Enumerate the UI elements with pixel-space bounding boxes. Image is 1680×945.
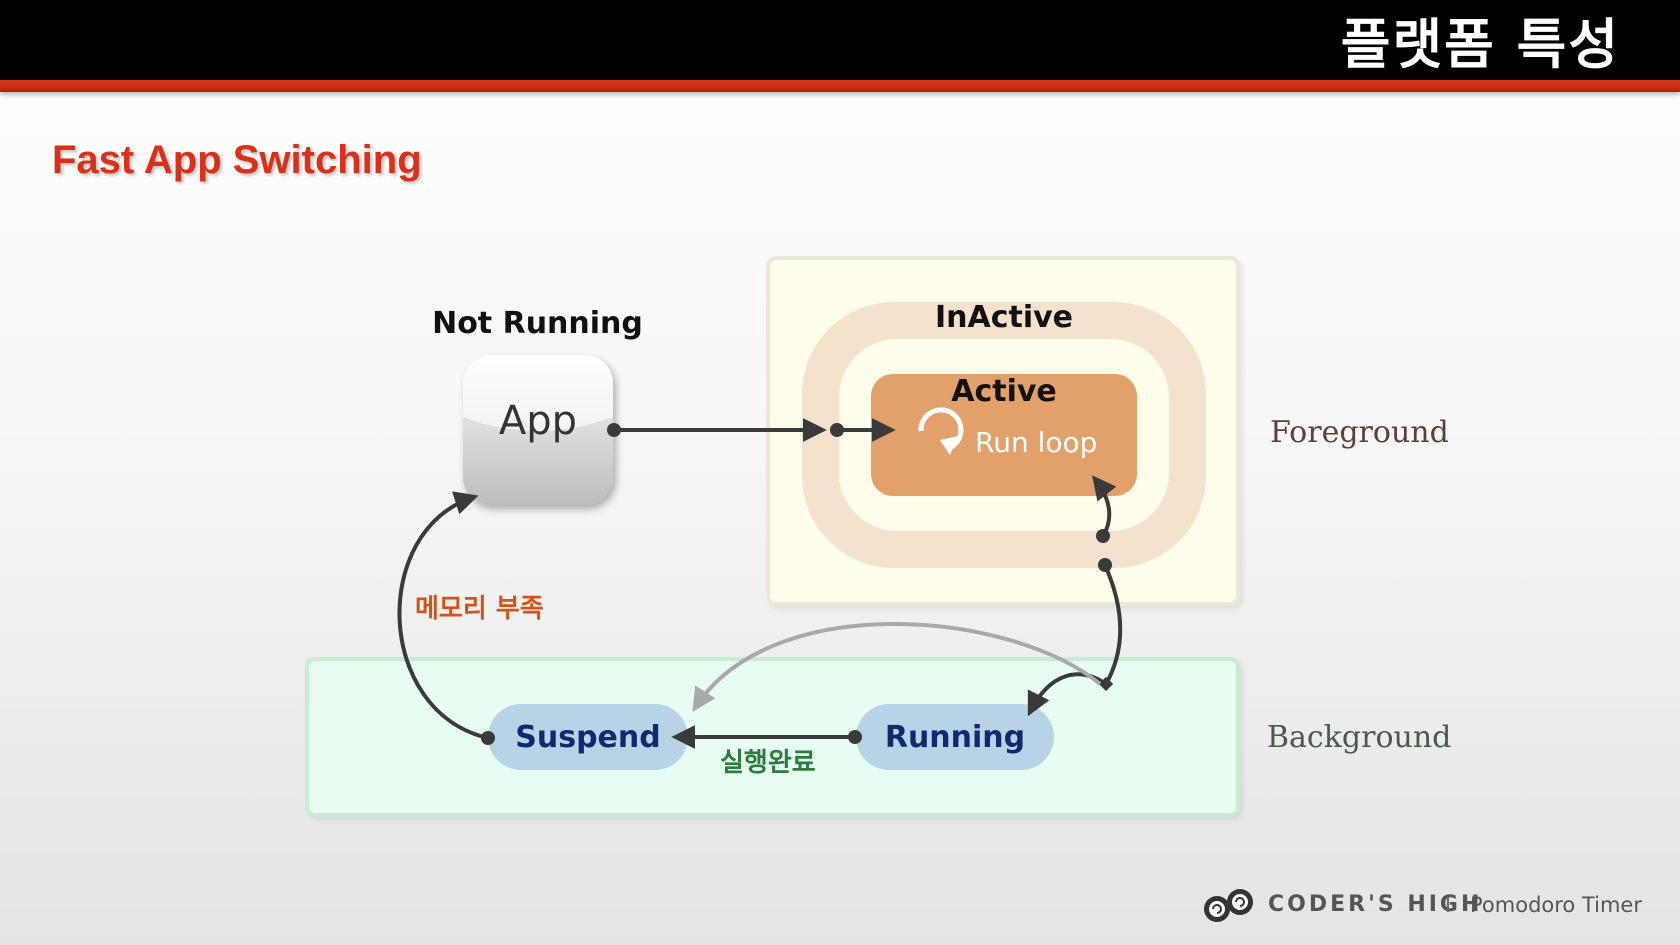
coders-high-logo-icon: [1204, 889, 1253, 922]
runloop-label: Run loop: [975, 426, 1098, 459]
arrow-inactive-up-to-active: [1092, 475, 1117, 543]
header-bar: 플랫폼 특성: [0, 0, 1680, 80]
running-state: Running: [856, 704, 1054, 770]
execution-complete-label: 실행완료: [720, 748, 816, 778]
arrow-inactive-to-active: [830, 418, 896, 442]
suspend-label: Suspend: [515, 719, 661, 755]
arrow-app-to-inactive: [607, 418, 827, 442]
suspend-state: Suspend: [488, 704, 688, 770]
foreground-label: Foreground: [1270, 415, 1449, 450]
app-icon-gloss: [463, 355, 613, 431]
arrow-background-return: [692, 622, 1102, 713]
run-loop-icon: [918, 407, 964, 455]
arrow-running-to-suspend: [671, 725, 862, 749]
slide-subtitle: Fast App Switching: [52, 138, 422, 182]
app-icon: [463, 355, 613, 505]
background-label: Background: [1267, 720, 1452, 755]
inactive-label: InActive: [934, 300, 1074, 335]
header-accent-stripe: [0, 80, 1680, 92]
arrow-inactive-to-running: [1027, 558, 1123, 717]
running-label: Running: [884, 719, 1026, 755]
app-label: App: [498, 398, 578, 444]
memory-shortage-label: 메모리 부족: [415, 594, 544, 624]
footer-separator: I: [1445, 893, 1451, 917]
arrow-suspend-to-app: [397, 491, 495, 745]
footer-brand: CODER'S HIGH: [1268, 892, 1483, 917]
slide-title: 플랫폼 특성: [1340, 13, 1620, 76]
footer-product: Pomodoro Timer: [1470, 893, 1642, 917]
not-running-label: Not Running: [432, 306, 643, 341]
active-label: Active: [951, 374, 1057, 409]
